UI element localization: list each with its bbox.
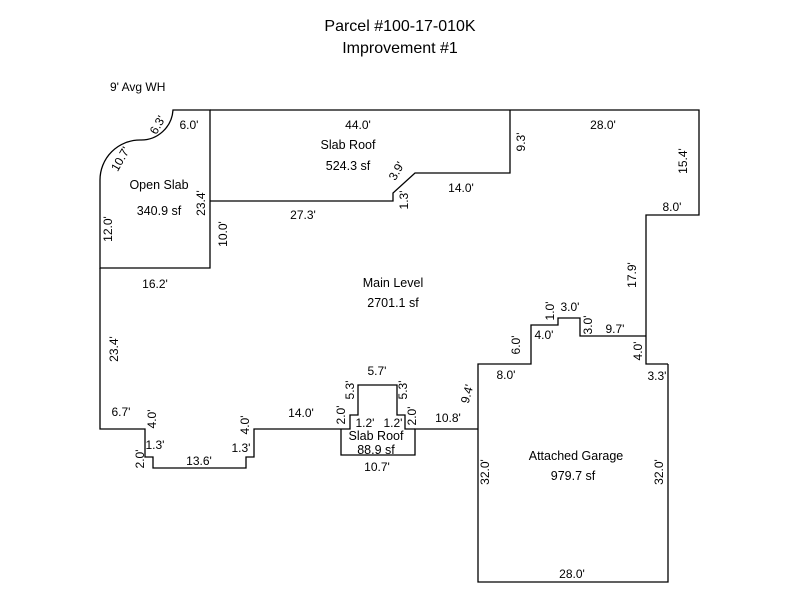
dimension-label: 3.3' [648, 369, 667, 383]
dimension-label: 4.0' [145, 410, 159, 429]
dimension-label: 3.0' [561, 300, 580, 314]
dimension-label: 9.7' [606, 322, 625, 336]
dimension-label: 3.9' [386, 159, 408, 182]
dimension-label: 2.0' [133, 450, 147, 469]
dimension-label: 9.3' [514, 133, 528, 152]
area-label-slab-roof-upper: Slab Roof [321, 138, 376, 152]
dimension-label: 5.7' [368, 364, 387, 378]
dimension-label: 23.4' [107, 336, 121, 362]
dimension-label: 5.3' [343, 381, 357, 400]
dimension-label: 6.0' [509, 336, 523, 355]
garage-outline [477, 364, 669, 583]
dimension-label: 9.4' [458, 383, 476, 405]
dimension-label: 4.0' [631, 342, 645, 361]
dimension-label: 4.0' [535, 328, 554, 342]
dimension-label: 1.3' [232, 441, 251, 455]
dimension-label: 14.0' [288, 406, 314, 420]
dimension-label: 4.0' [238, 416, 252, 435]
dimension-label: 28.0' [559, 567, 585, 581]
dimension-label: 1.0' [543, 302, 557, 321]
area-label-open-slab: Open Slab [129, 178, 188, 192]
dimension-label: 15.4' [676, 148, 690, 174]
open-slab-outline [99, 109, 211, 269]
area-label-slab-roof-lower: Slab Roof [349, 429, 404, 443]
dimension-label: 10.8' [435, 411, 461, 425]
dimension-label: 16.2' [142, 277, 168, 291]
area-value-main-level: 2701.1 sf [367, 296, 419, 310]
dimension-label: 5.3' [396, 381, 410, 400]
dimension-label: 32.0' [652, 459, 666, 485]
dimension-label: 28.0' [590, 118, 616, 132]
dimension-label: 6.0' [180, 118, 199, 132]
dimension-label: 2.0' [334, 406, 348, 425]
dimension-label: 10.7' [364, 460, 390, 474]
slab-roof-upper-outline [210, 110, 511, 202]
dimension-label: 13.6' [186, 454, 212, 468]
dimension-label: 12.0' [101, 216, 115, 242]
dimension-label: 17.9' [625, 262, 639, 288]
dimension-label: 1.3' [397, 191, 411, 210]
dimension-label: 1.2' [356, 416, 375, 430]
dimension-label: 10.7' [108, 144, 133, 173]
area-value-open-slab: 340.9 sf [137, 204, 182, 218]
area-label-garage: Attached Garage [529, 449, 624, 463]
sketch-title: Parcel #100-17-010K [324, 18, 476, 35]
dimension-label: 3.0' [581, 316, 595, 335]
area-label-main-level: Main Level [363, 276, 423, 290]
dimension-label: 10.0' [216, 221, 230, 247]
dimension-label: 32.0' [478, 459, 492, 485]
wall-height-note: 9' Avg WH [110, 80, 165, 94]
area-value-garage: 979.7 sf [551, 469, 596, 483]
area-value-slab-roof-lower: 88.9 sf [357, 443, 395, 457]
dimension-label: 1.2' [384, 416, 403, 430]
dimension-label: 8.0' [663, 200, 682, 214]
dimension-label: 27.3' [290, 208, 316, 222]
dimension-label: 14.0' [448, 181, 474, 195]
slab-roof-lower-outline [341, 384, 415, 430]
dimension-label: 2.0' [405, 407, 419, 426]
sketch-subtitle: Improvement #1 [342, 40, 458, 57]
area-value-slab-roof-upper: 524.3 sf [326, 159, 371, 173]
dimension-label: 23.4' [194, 190, 208, 216]
dimension-label: 1.3' [146, 438, 165, 452]
dimension-label: 6.3' [147, 113, 169, 136]
dimension-label: 6.7' [112, 405, 131, 419]
dimension-label: 44.0' [345, 118, 371, 132]
dimension-label: 8.0' [497, 368, 516, 382]
main-level-outline [99, 109, 700, 469]
